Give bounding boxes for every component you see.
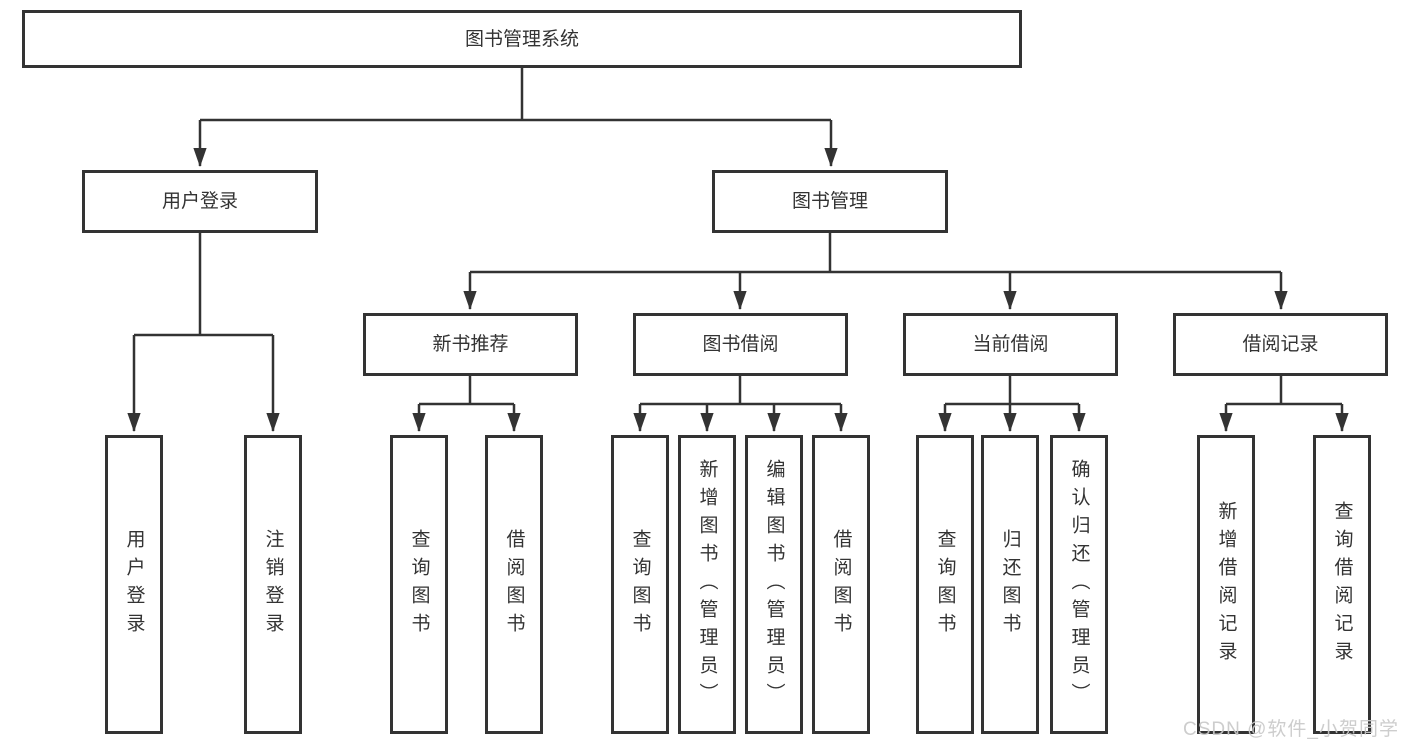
node-book-borrowing: 图书借阅 [633, 313, 848, 376]
node-label: 借阅图书 [503, 528, 525, 641]
node-library-management-system: 图书管理系统 [22, 10, 1022, 68]
node-borrowing-records: 借阅记录 [1173, 313, 1388, 376]
node-label: 图书管理系统 [464, 28, 579, 50]
node-label: 确认归还（管理员） [1068, 458, 1090, 711]
leaf-query-books-borrowing: 查询图书 [611, 435, 669, 734]
node-label: 用户登录 [123, 528, 145, 641]
node-label: 新增图书（管理员） [696, 458, 718, 711]
leaf-confirm-return-admin: 确认归还（管理员） [1050, 435, 1108, 734]
node-label: 借阅记录 [1242, 334, 1319, 355]
node-label: 查询图书 [408, 528, 430, 641]
node-label: 新书推荐 [432, 334, 509, 355]
node-label: 查询图书 [629, 528, 651, 641]
leaf-add-books-admin: 新增图书（管理员） [678, 435, 736, 734]
node-book-management: 图书管理 [712, 170, 948, 233]
leaf-return-books: 归还图书 [981, 435, 1039, 734]
leaf-logout: 注销登录 [244, 435, 302, 734]
leaf-edit-books-admin: 编辑图书（管理员） [745, 435, 803, 734]
node-user-login: 用户登录 [82, 170, 318, 233]
node-new-book-recommendation: 新书推荐 [363, 313, 578, 376]
csdn-watermark: CSDN @软件_小贺同学 [1183, 719, 1399, 740]
node-label: 当前借阅 [972, 334, 1049, 355]
node-label: 归还图书 [999, 528, 1021, 641]
leaf-query-books-current: 查询图书 [916, 435, 974, 734]
leaf-query-books-recommend: 查询图书 [390, 435, 448, 734]
leaf-query-borrow-record: 查询借阅记录 [1313, 435, 1371, 734]
node-label: 查询借阅记录 [1331, 500, 1353, 669]
leaf-add-borrow-record: 新增借阅记录 [1197, 435, 1255, 734]
leaf-borrow-books-recommend: 借阅图书 [485, 435, 543, 734]
node-current-borrowing: 当前借阅 [903, 313, 1118, 376]
node-label: 图书管理 [791, 191, 868, 212]
node-label: 图书借阅 [702, 334, 779, 355]
node-label: 编辑图书（管理员） [763, 458, 785, 711]
node-label: 注销登录 [262, 528, 284, 641]
node-label: 用户登录 [161, 191, 238, 212]
leaf-borrow-books-borrowing: 借阅图书 [812, 435, 870, 734]
node-label: 查询图书 [934, 528, 956, 641]
leaf-user-login: 用户登录 [105, 435, 163, 734]
node-label: 借阅图书 [830, 528, 852, 641]
node-label: 新增借阅记录 [1215, 500, 1237, 669]
